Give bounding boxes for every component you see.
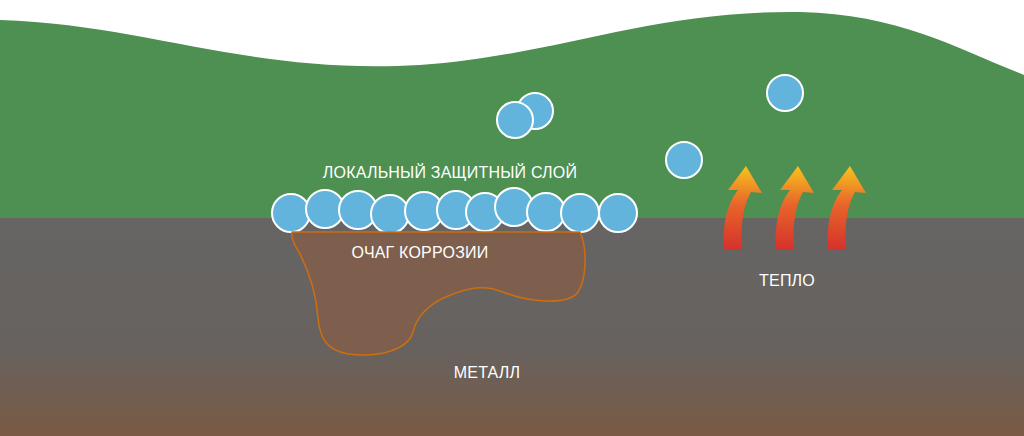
heat-arrows xyxy=(724,166,866,250)
environment-region xyxy=(0,12,1024,218)
node-text: МЕТАЛЛ xyxy=(454,363,520,382)
layer-label: ЛОКАЛЬНЫЙ ЗАЩИТНЫЙ СЛОЙ xyxy=(323,163,577,182)
node-text: ОЧАГ КОРРОЗИИ xyxy=(352,243,489,262)
metal-band: МЕТАЛЛ ОЧАГ КОРРОЗИИ xyxy=(0,218,1024,436)
protective-layer xyxy=(272,188,637,233)
heat-label: ТЕПЛО xyxy=(759,271,815,290)
particles xyxy=(497,75,803,178)
metal-ground xyxy=(0,218,1024,436)
corrosion-site: ОЧАГ КОРРОЗИИ xyxy=(288,230,590,360)
